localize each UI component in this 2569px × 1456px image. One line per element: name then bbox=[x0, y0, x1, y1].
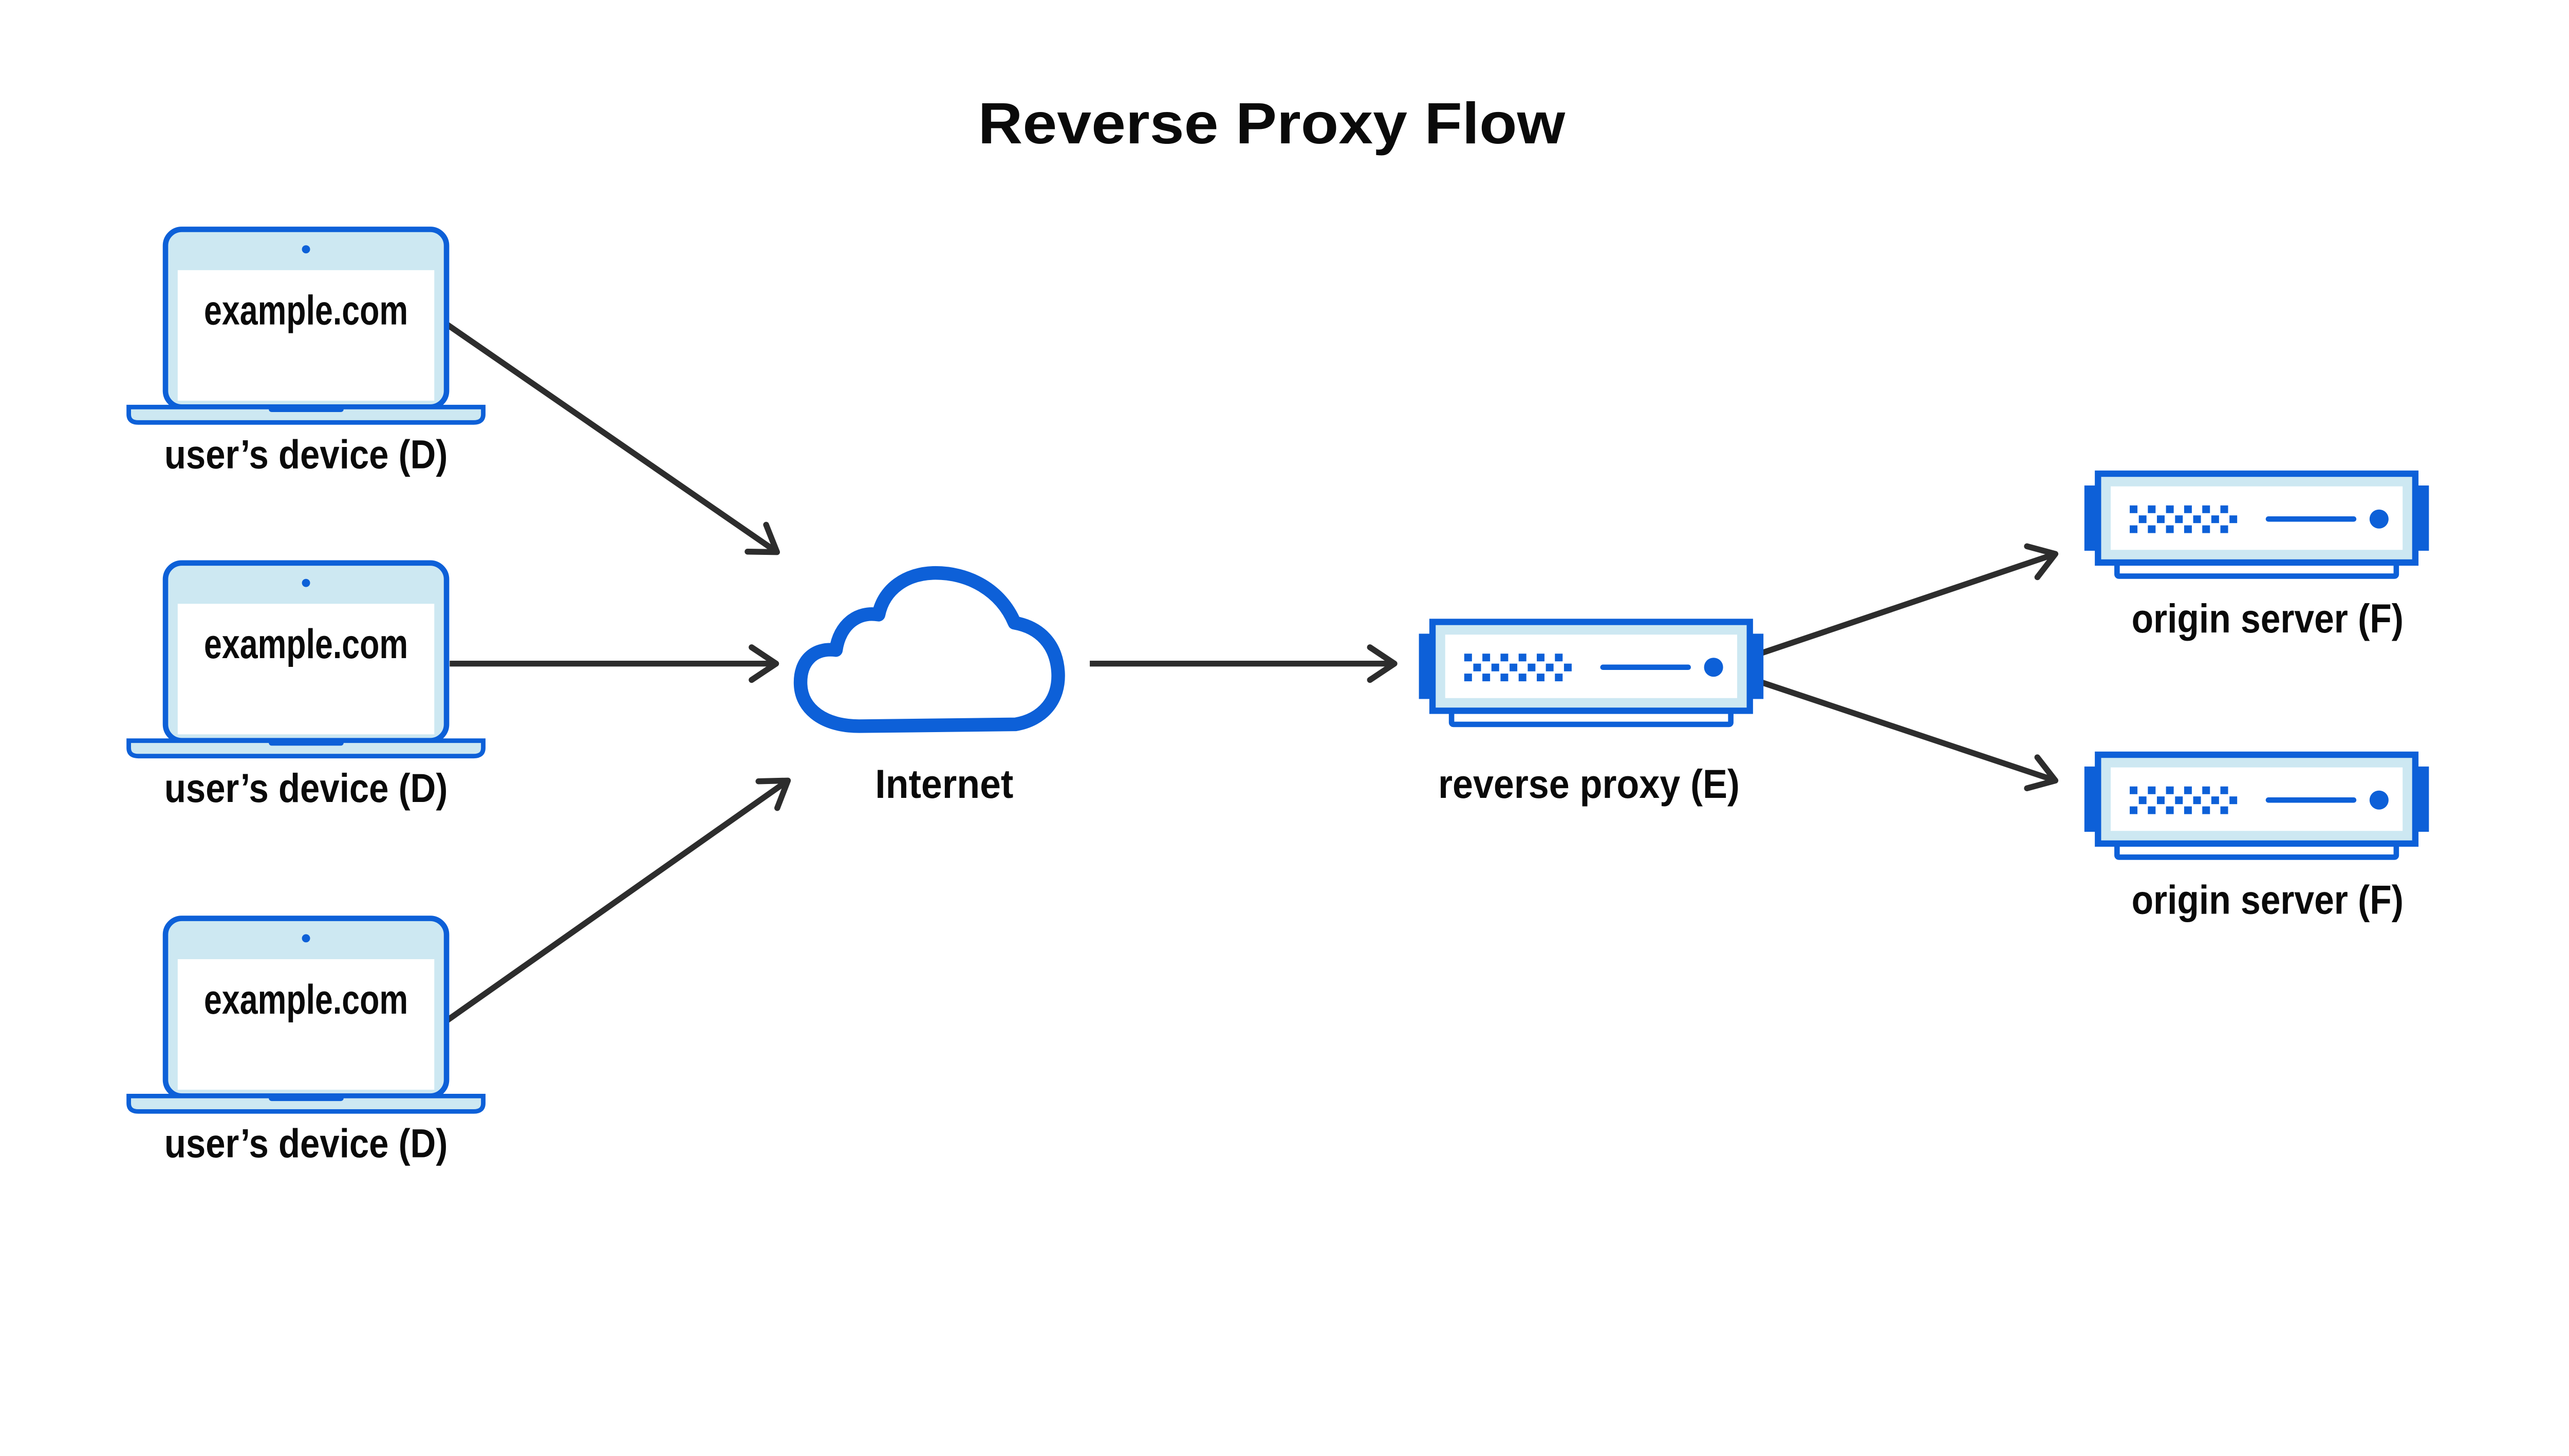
origin-server-icon bbox=[2084, 755, 2429, 857]
reverse-proxy-label: reverse proxy (E) bbox=[1438, 761, 1740, 807]
device1-screen-label: example.com bbox=[204, 288, 408, 334]
device2-screen-label: example.com bbox=[204, 621, 408, 667]
reverse-proxy-server-icon bbox=[1419, 622, 1764, 724]
device2-caption: user’s device (D) bbox=[164, 766, 448, 811]
device3-screen-label: example.com bbox=[204, 977, 408, 1023]
arrow-device1-to-internet-icon bbox=[444, 322, 780, 555]
internet-node: Internet bbox=[793, 566, 1065, 807]
user-device-3: example.com user’s device (D) bbox=[129, 919, 483, 1166]
device1-caption: user’s device (D) bbox=[164, 432, 448, 477]
origin-server2-label: origin server (F) bbox=[2132, 878, 2404, 923]
device3-caption: user’s device (D) bbox=[164, 1121, 448, 1166]
page-title: Reverse Proxy Flow bbox=[978, 91, 1566, 156]
flow-arrows bbox=[444, 322, 2059, 1023]
origin-server-icon bbox=[2084, 474, 2429, 576]
origin-server1-label: origin server (F) bbox=[2132, 596, 2404, 641]
arrow-proxy-to-origin2-icon bbox=[1759, 679, 2059, 792]
origin-server-1: origin server (F) bbox=[2084, 474, 2429, 641]
user-device-2: example.com user’s device (D) bbox=[129, 563, 483, 811]
reverse-proxy-node: reverse proxy (E) bbox=[1419, 622, 1764, 807]
origin-server-2: origin server (F) bbox=[2084, 755, 2429, 923]
internet-label: Internet bbox=[875, 761, 1013, 807]
cloud-icon bbox=[793, 566, 1065, 733]
user-device-1: example.com user’s device (D) bbox=[129, 229, 483, 477]
diagram: Reverse Proxy Flow example.com user’s de… bbox=[126, 90, 2432, 1166]
reverse-proxy-flow-diagram: Reverse Proxy Flow example.com user’s de… bbox=[126, 90, 2432, 1166]
arrow-proxy-to-origin1-icon bbox=[1759, 543, 2059, 657]
arrow-device3-to-internet-icon bbox=[444, 777, 791, 1023]
